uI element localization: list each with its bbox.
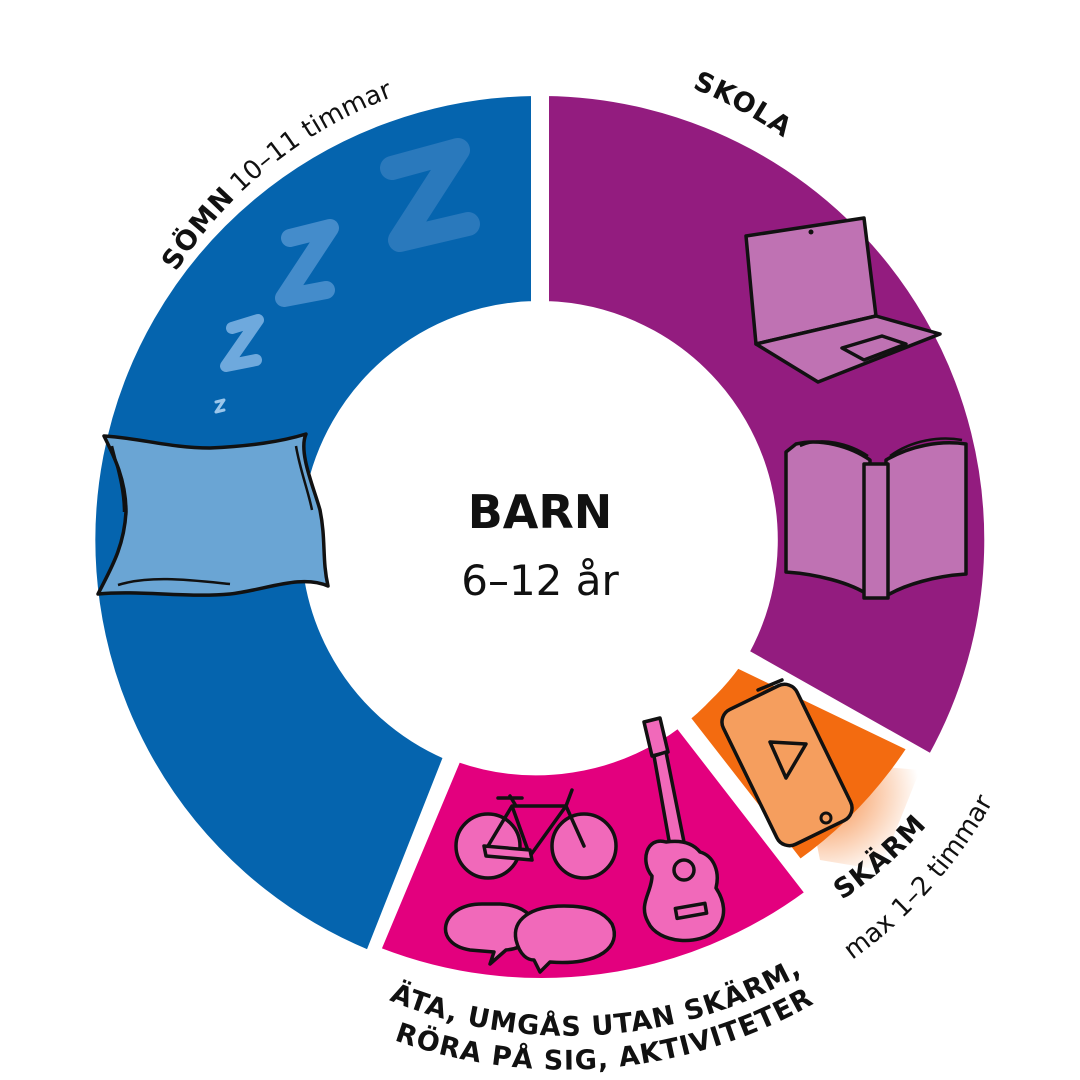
phone-play-icon	[720, 678, 854, 848]
pillow-icon	[96, 432, 330, 597]
laptop-icon	[744, 216, 942, 384]
zzz-icon	[214, 138, 480, 414]
book-icon	[784, 437, 968, 600]
bicycle-icon	[454, 788, 618, 880]
speech-bubbles-icon	[443, 902, 617, 974]
center-disc	[306, 306, 774, 774]
center-title: BARN	[468, 485, 613, 539]
guitar-icon	[642, 716, 726, 943]
sleep-segment	[89, 89, 537, 958]
center-subtitle: 6–12 år	[461, 556, 619, 605]
